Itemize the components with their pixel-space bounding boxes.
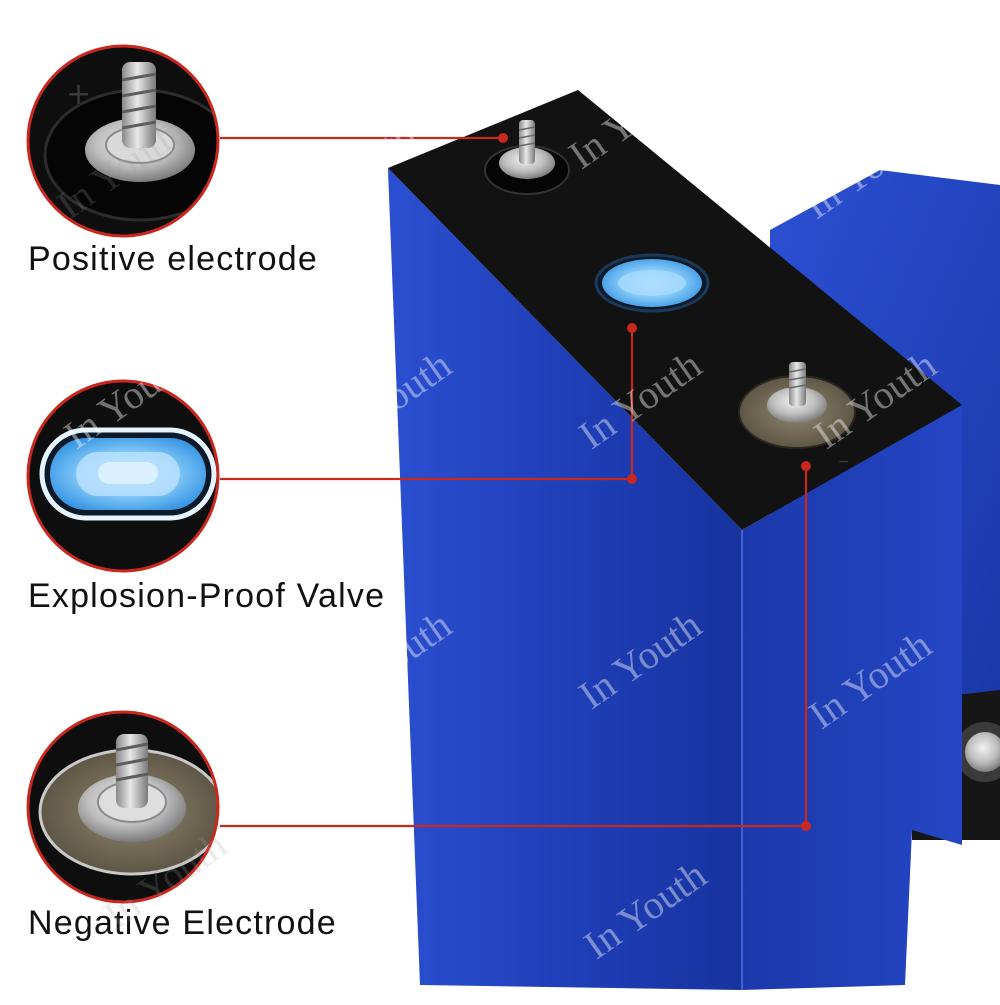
- negative-mark: −: [838, 454, 850, 470]
- explosion-valve-icon: [594, 253, 710, 313]
- positive-terminal-icon: [484, 120, 570, 195]
- callout-dots: [498, 133, 811, 831]
- zoom-positive: +: [26, 44, 220, 238]
- zoom-negative: [26, 710, 220, 904]
- positive-mark: +: [66, 77, 91, 112]
- label-positive-electrode: Positive electrode: [28, 240, 318, 278]
- label-explosion-proof-valve: Explosion-Proof Valve: [28, 577, 386, 615]
- negative-terminal-icon: [738, 362, 856, 449]
- zoom-valve: [26, 379, 220, 573]
- label-negative-electrode: Negative Electrode: [28, 904, 337, 942]
